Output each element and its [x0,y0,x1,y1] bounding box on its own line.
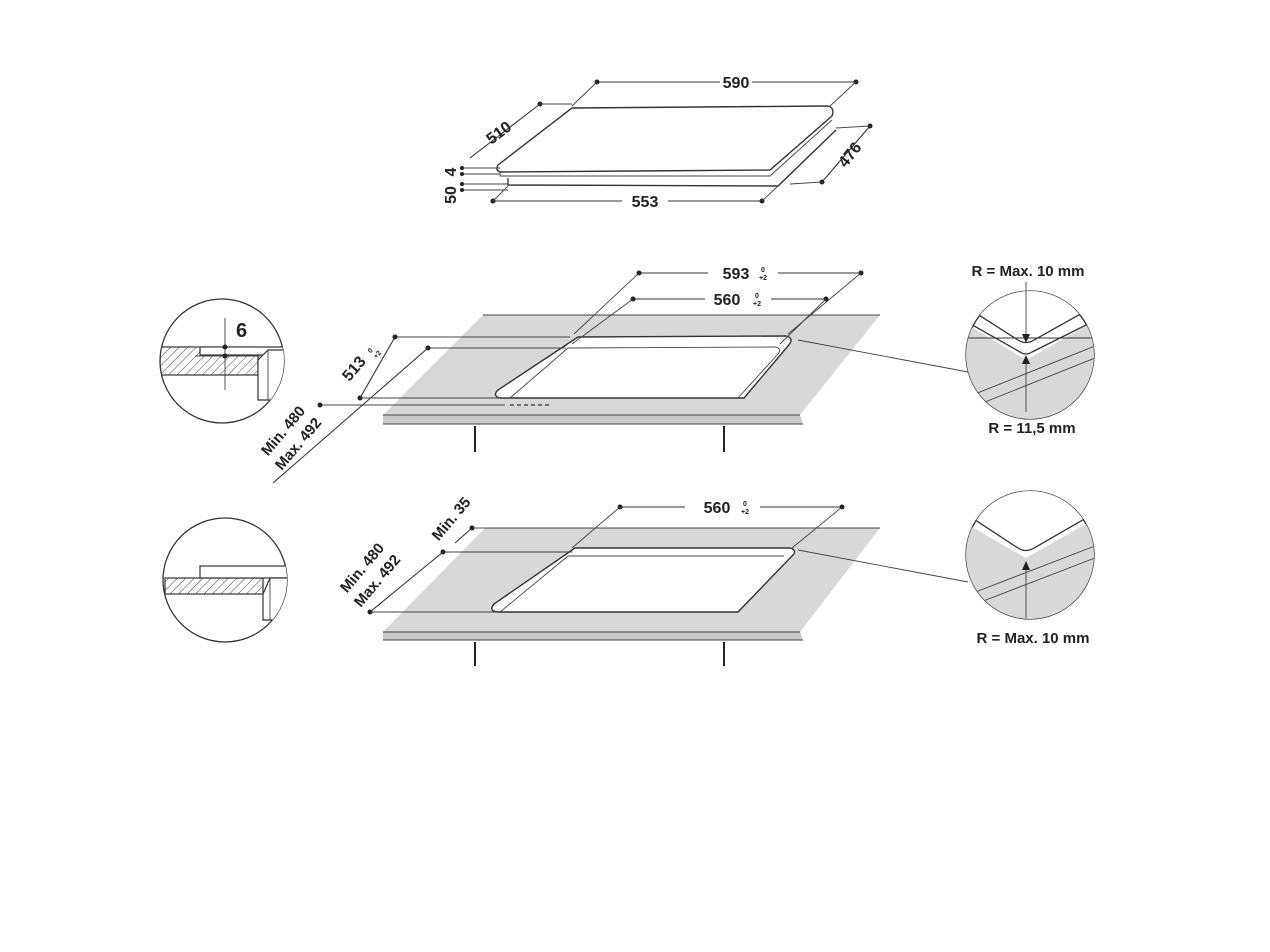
tol-standard-width-lower: +2 [741,509,749,516]
tol-standard-width-upper: 0 [743,501,747,508]
flush-mount-drawing: 593 0 +2 560 0 +2 513 0 +2 Min. 480 Max.… [258,266,969,484]
dim-flush-outer-depth: 513 [339,353,369,384]
dim-body-width: 553 [632,194,659,211]
dim-standard-width: 560 [704,500,731,517]
tol-flush-outer-depth-upper: 0 [367,347,375,355]
label-flush-corner-inner-radius: R = 11,5 mm [988,420,1075,437]
detail-rebate-circle: 6 [159,298,285,424]
dim-flush-outer-width: 593 [723,266,750,283]
dim-body-depth: 476 [836,139,866,171]
tol-flush-outer-width-lower: +2 [759,275,767,282]
tol-flush-inner-width-lower: +2 [753,301,761,308]
dim-rebate-depth: 6 [236,320,247,342]
tol-flush-outer-depth-lower: +2 [373,350,384,361]
label-flush-corner-outer-radius: R = Max. 10 mm [972,263,1085,280]
dim-standard-front-min: Min. 35 [429,494,475,544]
detail-corner-radius-circle-standard: R = Max. 10 mm [965,490,1095,647]
tol-flush-outer-width-upper: 0 [761,267,765,274]
detail-corner-radius-circle-flush: R = Max. 10 mm R = 11,5 mm [965,263,1095,437]
hob-drawing: 590 510 4 50 553 476 [443,75,873,211]
standard-mount-drawing: 560 0 +2 Min. 35 Min. 480 Max. 492 [337,494,969,666]
dim-body-height: 50 [443,186,460,204]
tol-flush-inner-width-upper: 0 [755,293,759,300]
dim-glass-thickness: 4 [443,167,460,176]
label-standard-corner-radius: R = Max. 10 mm [977,630,1090,647]
dim-hob-width: 590 [723,75,750,92]
dim-flush-inner-width: 560 [714,292,741,309]
detail-edge-circle-standard [162,517,288,643]
